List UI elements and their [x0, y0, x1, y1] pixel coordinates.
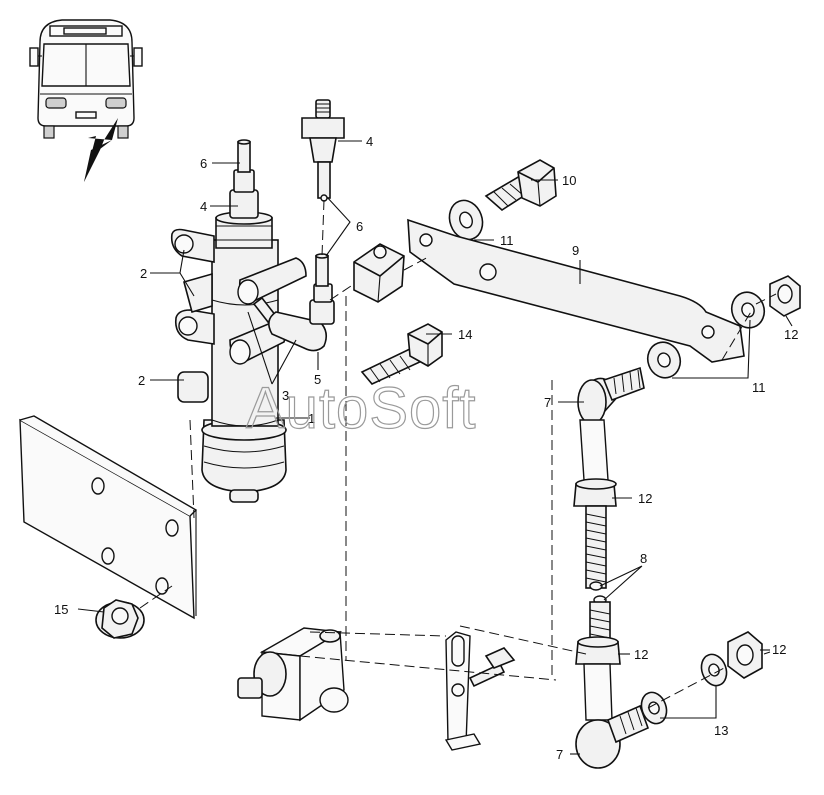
callout-4-right: 4 — [366, 134, 373, 149]
link-arm — [407, 218, 745, 363]
callout-6-right: 6 — [356, 219, 363, 234]
callout-labels: 6 4 4 6 10 11 9 2 14 12 2 5 3 1 11 7 12 … — [54, 134, 798, 762]
callout-3: 3 — [282, 388, 289, 403]
callout-12-rod-lower: 12 — [634, 647, 648, 662]
callout-12-top-right: 12 — [784, 327, 798, 342]
mounting-plate — [19, 415, 198, 620]
callout-6-upper-left: 6 — [200, 156, 207, 171]
hex-bolt-10 — [484, 159, 557, 211]
callout-12-rod-upper: 12 — [638, 491, 652, 506]
callout-7-upper: 7 — [544, 395, 551, 410]
callout-7-lower: 7 — [556, 747, 563, 762]
callout-2-upper: 2 — [140, 266, 147, 281]
callout-13: 13 — [714, 723, 728, 738]
hex-bolt-14 — [360, 323, 443, 385]
flange-nut-15 — [95, 599, 145, 639]
lock-washers-13 — [640, 653, 728, 725]
hex-nut-12-lower — [727, 631, 763, 679]
axle-bracket-assembly — [237, 627, 516, 751]
callout-2-lower: 2 — [138, 373, 145, 388]
callout-12-lower-right: 12 — [772, 642, 786, 657]
bus-front-view-icon — [29, 19, 143, 139]
elbow-connector — [268, 253, 335, 352]
watermark-text: AutoSoft — [246, 376, 476, 441]
hex-nut-12-top — [769, 275, 801, 317]
leader-lines — [77, 140, 793, 755]
callout-14: 14 — [458, 327, 472, 342]
leveling-valve-body — [170, 139, 307, 503]
callout-15: 15 — [54, 602, 68, 617]
callout-1: 1 — [308, 411, 315, 426]
assembly-dashed-lines — [139, 199, 777, 709]
washer-11-right — [646, 291, 766, 379]
callout-11-upper: 11 — [500, 233, 514, 248]
callout-4-left: 4 — [200, 199, 207, 214]
callout-5: 5 — [314, 372, 321, 387]
callout-11-lower: 11 — [752, 380, 766, 395]
callout-8: 8 — [640, 551, 647, 566]
view-direction-arrow-icon — [84, 118, 118, 182]
spacer-block — [353, 243, 405, 303]
callout-9: 9 — [572, 243, 579, 258]
linkage-rod-assembly — [573, 366, 650, 769]
washer-11-upper — [448, 199, 484, 241]
pipe-fitting-upper — [301, 99, 345, 202]
callout-10: 10 — [562, 173, 576, 188]
